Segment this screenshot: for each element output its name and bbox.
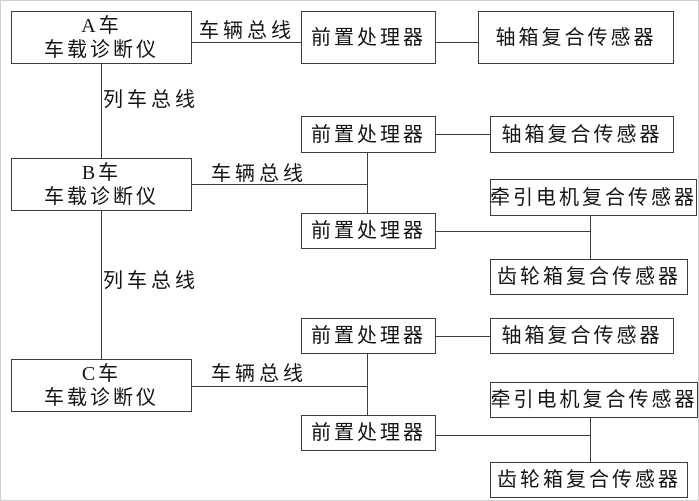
label-vehicle-bus-a: 车辆总线 [199,20,295,42]
node-car-b-axlebox-sensor: 轴箱复合传感器 [490,116,674,153]
edge-c-preprocessor2-branch [436,435,591,436]
node-car-a-diagnostic: A车 车载诊断仪 [11,11,192,64]
label-train-bus-a-b: 列车总线 [103,89,199,111]
car-c-subtitle: 车载诊断仪 [44,386,159,409]
label-train-bus-b-c: 列车总线 [103,270,199,292]
car-c-title: C车 [81,362,122,385]
node-car-c-diagnostic: C车 车载诊断仪 [11,359,192,412]
edge-train-bus-a-b [101,64,102,158]
edge-vehicle-bus-c [192,386,368,387]
edge-vehicle-bus-b [192,184,368,185]
edge-c-preprocessor1-to-axlebox [436,336,490,337]
node-car-c-axlebox-sensor: 轴箱复合传感器 [490,318,674,354]
node-car-c-traction-motor-sensor: 牵引电机复合传感器 [490,382,698,418]
node-car-c-gearbox-sensor: 齿轮箱复合传感器 [490,462,688,498]
edge-vehicle-bus-b-vertical [367,153,368,213]
edge-train-bus-b-c [101,211,102,359]
node-car-c-preprocessor-1: 前置处理器 [301,318,436,354]
edge-b-preprocessor2-branch [436,231,591,232]
node-car-b-traction-motor-sensor: 牵引电机复合传感器 [490,179,697,216]
edge-vehicle-bus-c-vertical [367,354,368,415]
label-vehicle-bus-b: 车辆总线 [211,163,307,185]
car-b-subtitle: 车载诊断仪 [44,185,159,208]
edge-a-preprocessor-to-axlebox [436,42,478,43]
edge-b-preprocessor1-to-axlebox [436,134,490,135]
edge-vehicle-bus-a [192,42,301,43]
node-car-b-preprocessor-2: 前置处理器 [301,213,436,249]
node-car-a-preprocessor: 前置处理器 [301,11,436,64]
node-car-b-preprocessor-1: 前置处理器 [301,116,436,153]
edge-c-traction-to-gearbox-vertical [590,418,591,462]
car-a-subtitle: 车载诊断仪 [44,38,159,61]
car-b-title: B车 [81,161,122,184]
label-vehicle-bus-c: 车辆总线 [211,363,307,385]
node-car-b-diagnostic: B车 车载诊断仪 [11,158,192,211]
node-car-c-preprocessor-2: 前置处理器 [301,415,436,451]
node-car-b-gearbox-sensor: 齿轮箱复合传感器 [490,259,688,295]
car-a-title: A车 [81,14,122,37]
edge-b-traction-to-gearbox-vertical [590,216,591,259]
node-car-a-axlebox-sensor: 轴箱复合传感器 [478,11,674,64]
